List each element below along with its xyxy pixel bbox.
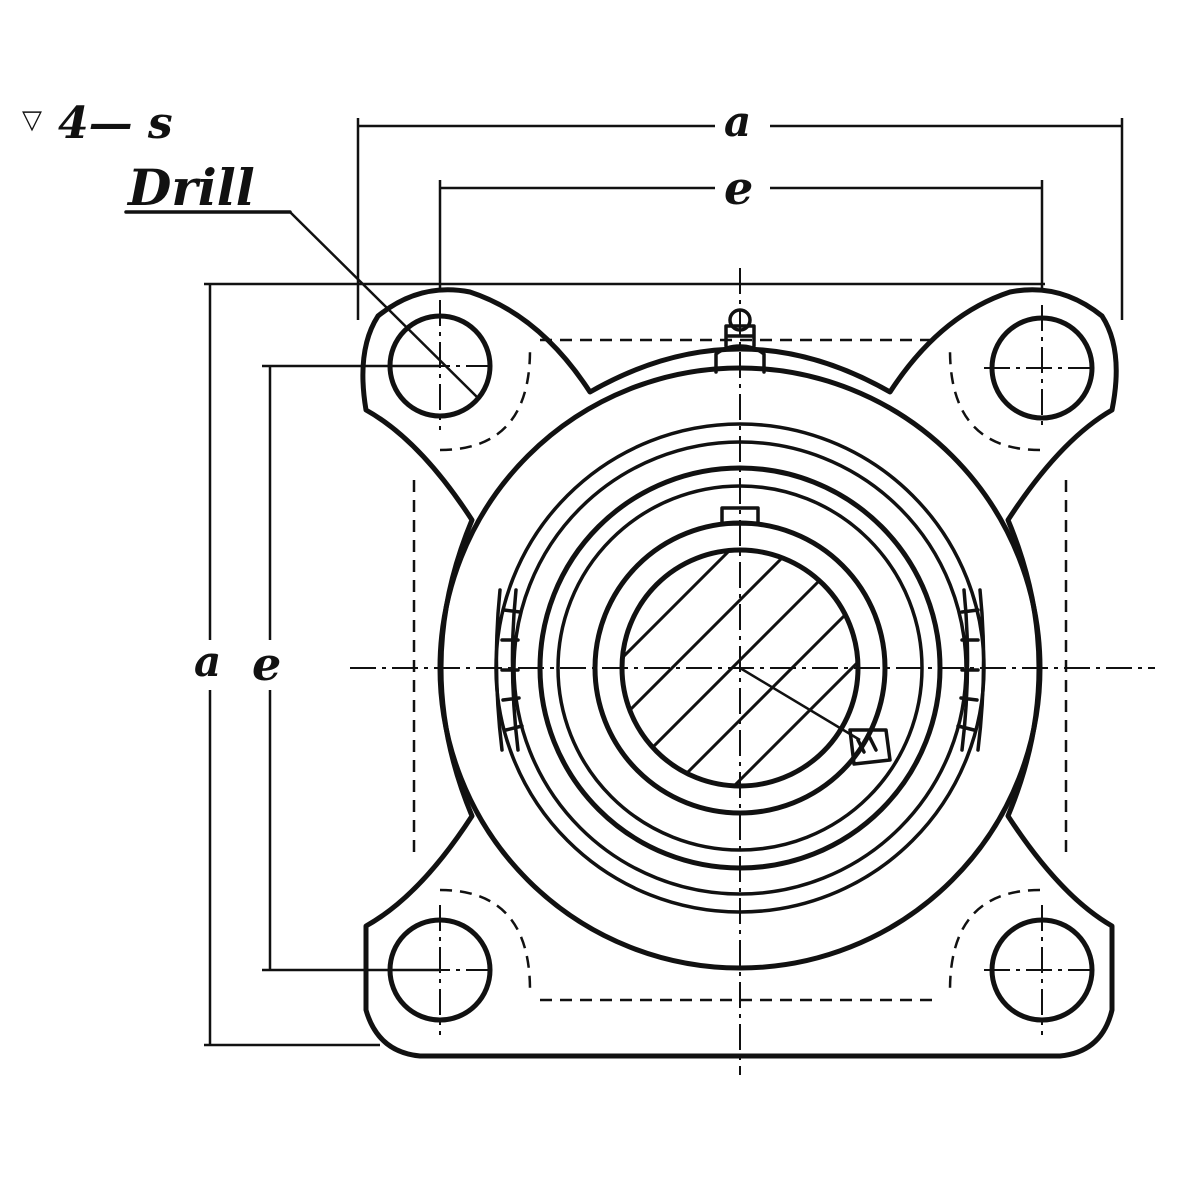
dimension-lines [124,118,1124,1047]
shaft-diagonal [739,666,861,742]
hole-spec-symbol: ▽ [22,105,42,135]
dim-a-left-label: a [194,637,221,686]
hidden-corner-tr [948,349,1041,452]
hole-spec-label: 4— s [58,98,173,149]
seal-detail-right [956,588,986,752]
bolt-hole-centerlines [382,300,1100,1035]
dim-a-top-label: a [724,97,751,146]
drill-leader-line [289,211,479,399]
dim-e-top-label: e [724,161,753,215]
bolt-holes [382,300,1100,1035]
centerlines [350,268,1155,1075]
hidden-corner-br [948,888,1041,991]
hidden-corner-tl [439,349,532,452]
set-screw-detail [848,728,892,766]
hidden-corner-bl [439,888,532,991]
seal-detail-left [494,588,524,752]
dimension-labels: ▽ 4— s Drill a e a e [22,97,753,691]
drill-label: Drill [126,158,255,217]
dim-e-left-label: e [252,637,281,691]
